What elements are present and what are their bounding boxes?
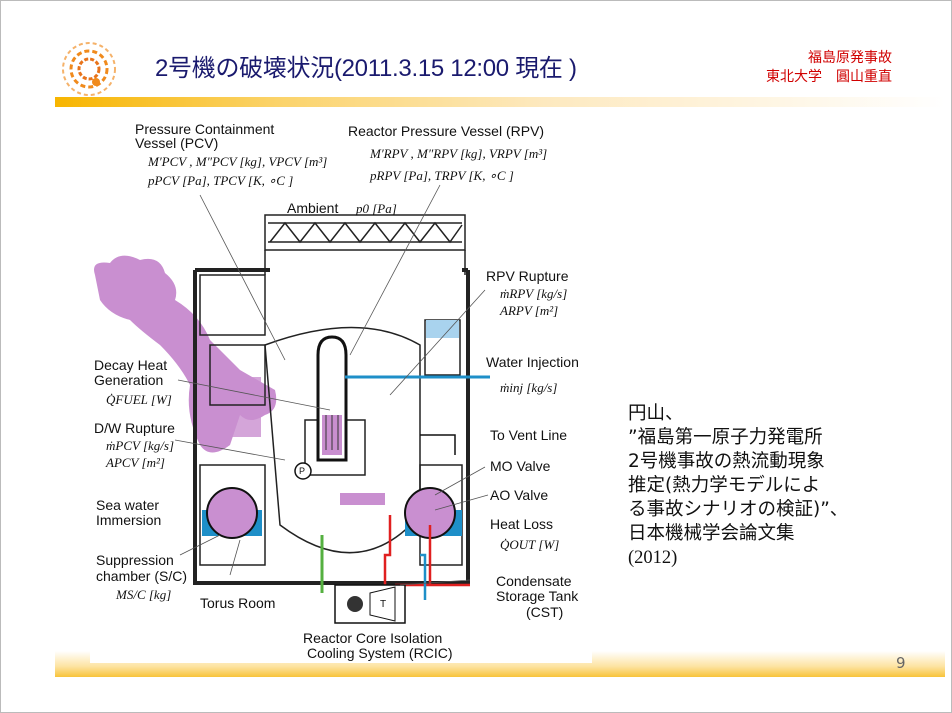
sea-water-label-1: Sea water: [96, 497, 160, 513]
citation-line: 2号機事故の熱流動現象: [628, 451, 825, 472]
rpv-rupture-label: RPV Rupture: [486, 268, 569, 284]
rcic-label-1: Reactor Core Isolation: [303, 630, 443, 646]
decay-heat-label-2: Generation: [94, 372, 164, 388]
torus-room-label: Torus Room: [200, 595, 276, 611]
slide-title: 2号機の破壊状況(2011.3.15 12:00 現在 ): [155, 55, 577, 82]
header-accent-bar: [55, 97, 945, 107]
cst-line: [395, 525, 470, 587]
affiliation-line1: 福島原発事故: [808, 49, 892, 65]
affiliation-line2: 東北大学 圓山重直: [766, 68, 892, 84]
vent-line-label: To Vent Line: [490, 427, 568, 443]
ao-valve-label: AO Valve: [490, 487, 549, 503]
suppression-chamber-left: [202, 487, 262, 539]
citation-line: 日本機械学会論文集: [628, 523, 795, 544]
decay-heat-var: Q̇FUEL [W]: [106, 392, 172, 407]
citation-line: 円山、: [628, 403, 684, 424]
turbine-label: T: [380, 599, 387, 610]
rcic-blue-line: [420, 553, 427, 600]
cst-label-2: Storage Tank: [496, 588, 579, 604]
leader-lines: [174, 184, 489, 586]
rcic-turbine: [334, 584, 406, 624]
citation-line: る事故シナリオの検証)”、: [628, 499, 849, 520]
rpv-vessel: [316, 335, 348, 462]
steam-plume: [94, 255, 277, 453]
suppression-mass: MS/C [kg]: [116, 587, 172, 602]
pump-label: P: [299, 466, 306, 476]
university-logo: [62, 42, 116, 96]
rpv-rupture-area: ARPV [m²]: [500, 303, 559, 318]
water-injection-label: Water Injection: [486, 354, 579, 370]
pcv-title-line2: Vessel (PCV): [135, 135, 219, 151]
suppression-chamber-right: [404, 487, 462, 539]
rpv-rupture-flow: ṁRPV [kg/s]: [500, 286, 568, 301]
rpv-variables-2: pRPV [Pa], TRPV [K, ∘C ]: [370, 168, 514, 183]
heat-loss-var: Q̇OUT [W]: [500, 537, 560, 552]
reactor-schematic: [94, 184, 490, 624]
reactor-diagram: Pressure Containment Vessel (PCV) M′PCV …: [90, 115, 592, 663]
cst-label-3: (CST): [526, 604, 564, 620]
citation-line: ”福島第一原子力発電所: [628, 427, 823, 448]
water-injection-flow: ṁinj [kg/s]: [500, 380, 558, 395]
decay-heat-label-1: Decay Heat: [94, 357, 168, 373]
suppression-label-2: chamber (S/C): [96, 568, 188, 584]
citation-line: 推定(熱力学モデルによ: [628, 475, 821, 496]
citation-line: (2012): [628, 548, 678, 568]
fuel-pool-water: [426, 320, 459, 338]
sea-water-label-2: Immersion: [96, 512, 162, 528]
pump-icon: [294, 462, 312, 480]
pcv-title-line1: Pressure Containment: [135, 121, 275, 137]
vent-line: [420, 434, 456, 455]
pcv-variables-1: M′PCV , M″PCV [kg], VPCV [m³]: [148, 154, 328, 169]
suppression-label-1: Suppression: [96, 552, 174, 568]
pcv-variables-2: pPCV [Pa], TPCV [K, ∘C ]: [148, 173, 294, 188]
pedestal-steam: [340, 493, 385, 505]
cst-label-1: Condensate: [496, 573, 572, 589]
mo-valve-label: MO Valve: [490, 458, 551, 474]
dw-rupture-flow: ṁPCV [kg/s]: [106, 438, 175, 453]
page-number: 9: [896, 654, 906, 672]
ambient-pressure: p0 [Pa]: [356, 201, 397, 216]
rcic-label-2: Cooling System (RCIC): [307, 645, 453, 661]
dw-rupture-label: D/W Rupture: [94, 420, 175, 436]
rpv-variables-1: M′RPV , M″RPV [kg], VRPV [m³]: [370, 146, 548, 161]
heat-loss-label: Heat Loss: [490, 516, 554, 532]
rpv-title: Reactor Pressure Vessel (RPV): [348, 123, 545, 139]
rcic-red-line: [383, 515, 392, 585]
affiliation: 福島原発事故 東北大学 圓山重直: [766, 48, 892, 86]
citation: 円山、 ”福島第一原子力発電所 2号機事故の熱流動現象 推定(熱力学モデルによ …: [628, 402, 848, 570]
ambient-label: Ambient: [287, 200, 339, 216]
dw-rupture-area: APCV [m²]: [106, 455, 165, 470]
